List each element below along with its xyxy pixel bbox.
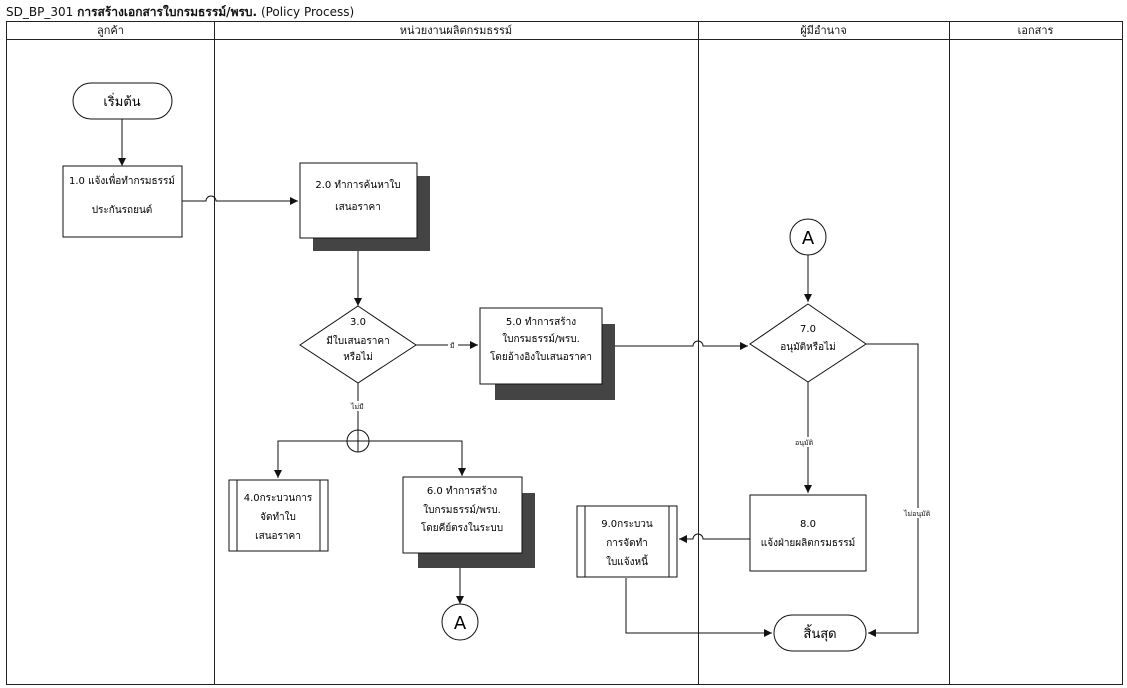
end-terminator: สิ้นสุด [773, 614, 867, 652]
predefined-process-9-line3: ใบแจ้งหนี้ [606, 554, 648, 568]
lane-header-authority: ผู้มีอำนาจ [698, 22, 949, 40]
process-1: 1.0 แจ้งเพื่อทำกรมธรรม์ ประกันรถยนต์ [62, 165, 183, 238]
predefined-process-4-line1: 4.0กระบวนการ [244, 493, 313, 504]
lane-header-customer: ลูกค้า [7, 22, 214, 40]
predefined-process-9-line1: 9.0กระบวน [601, 519, 653, 530]
predefined-process-4-line2: จัดทำใบ [260, 511, 296, 523]
edge-label-yes: มี [450, 342, 455, 350]
decision-7: 7.0 อนุมัติหรือไม่ [749, 303, 867, 383]
process-2-line1: 2.0 ทำการค้นหาใบ [315, 179, 400, 191]
process-5: 5.0 ทำการสร้าง ใบกรมธรรม์/พรบ. โดยอ้างอิ… [479, 307, 615, 400]
title-code: SD_BP_301 [6, 5, 74, 19]
decision-3: 3.0 มีใบเสนอราคา หรือไม่ [299, 305, 417, 384]
split-junction [346, 429, 370, 453]
end-label: สิ้นสุด [803, 624, 836, 642]
process-6-line2: ใบกรมธรรม์/พรบ. [423, 504, 501, 516]
start-label: เริ่มต้น [103, 93, 140, 110]
lane-divider [698, 22, 699, 684]
decision-3-line2: หรือไม่ [343, 351, 373, 363]
process-8-line1: แจ้งฝ่ายผลิตกรมธรรม์ [761, 537, 855, 549]
lane-header-documents: เอกสาร [949, 22, 1122, 40]
start-terminator: เริ่มต้น [72, 82, 173, 120]
edge-8-to-9 [679, 533, 750, 543]
edge-label-reject: ไม่อนุมัติ [903, 509, 931, 518]
edge-7-reject-to-end [866, 343, 919, 637]
connector-a-out: A [441, 603, 479, 641]
edge-1-to-2 [182, 195, 298, 205]
edge-9-to-end [625, 578, 772, 637]
edge-split-right-to-6 [369, 440, 466, 476]
decision-7-number: 7.0 [800, 324, 816, 335]
title-english: (Policy Process) [260, 5, 355, 19]
predefined-process-4: 4.0กระบวนการ จัดทำใบ เสนอราคา [228, 479, 329, 552]
process-5-line1: 5.0 ทำการสร้าง [506, 316, 576, 328]
predefined-process-9-line2: การจัดทำ [606, 538, 648, 549]
edge-5-to-7 [602, 340, 748, 350]
decision-7-line1: อนุมัติหรือไม่ [780, 341, 836, 353]
process-2: 2.0 ทำการค้นหาใบ เสนอราคา [299, 162, 430, 251]
lane-divider [214, 22, 215, 684]
process-2-line2: เสนอราคา [335, 202, 381, 213]
lane-divider [949, 22, 950, 684]
process-1-line1: 1.0 แจ้งเพื่อทำกรมธรรม์ [69, 173, 175, 187]
predefined-process-9: 9.0กระบวน การจัดทำ ใบแจ้งหนี้ [576, 505, 678, 578]
predefined-process-4-line3: เสนอราคา [255, 531, 301, 542]
connector-a-in: A [789, 218, 827, 256]
connector-a-in-label: A [802, 228, 815, 249]
process-6: 6.0 ทำการสร้าง ใบกรมธรรม์/พรบ. โดยคีย์ตร… [402, 476, 535, 568]
edge-label-no: ไม่มี [350, 402, 364, 411]
lane-header-policy-production: หน่วยงานผลิตกรมธรรม์ [214, 22, 698, 40]
swimlane-board: ลูกค้า หน่วยงานผลิตกรมธรรม์ ผู้มีอำนาจ เ… [6, 21, 1123, 685]
process-5-line3: โดยอ้างอิงใบเสนอราคา [490, 350, 592, 363]
process-8-number: 8.0 [800, 519, 816, 530]
process-6-line1: 6.0 ทำการสร้าง [427, 485, 497, 497]
diagram-title: SD_BP_301 การสร้างเอกสารใบกรมธรรม์/พรบ. … [6, 3, 354, 22]
process-1-line2: ประกันรถยนต์ [92, 204, 153, 216]
edge-split-left-to-4 [274, 440, 348, 478]
process-6-line3: โดยคีย์ตรงในระบบ [421, 521, 503, 534]
decision-3-line1: มีใบเสนอราคา [326, 335, 389, 347]
process-5-line2: ใบกรมธรรม์/พรบ. [502, 333, 580, 345]
process-8: 8.0 แจ้งฝ่ายผลิตกรมธรรม์ [749, 494, 867, 572]
edge-label-approve: อนุมัติ [795, 439, 814, 447]
connector-a-out-label: A [454, 613, 467, 634]
title-thai: การสร้างเอกสารใบกรมธรรม์/พรบ. [77, 5, 258, 19]
decision-3-number: 3.0 [350, 317, 366, 328]
